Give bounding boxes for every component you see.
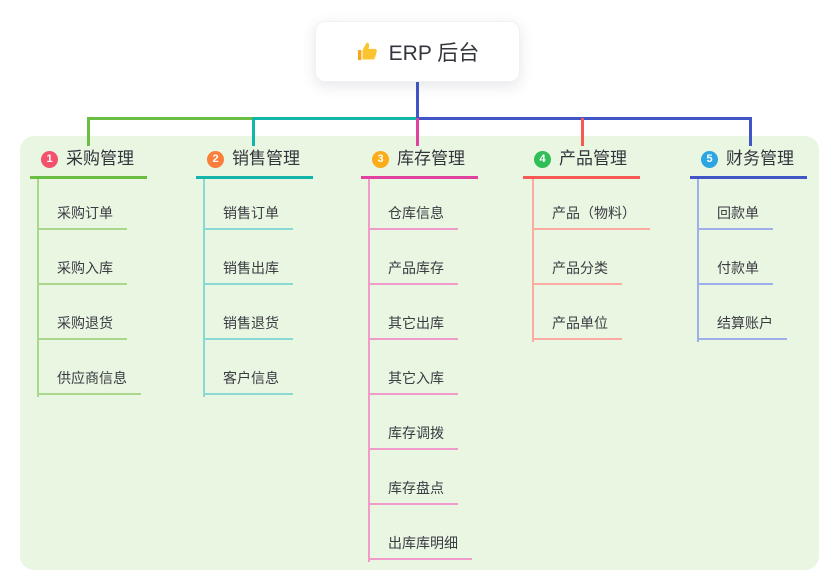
leaf-node[interactable]: 销售订单 <box>203 204 293 230</box>
connector-drop-branch-1 <box>87 118 90 146</box>
branch-node[interactable]: 3 库存管理 <box>361 149 478 179</box>
branch-child-line <box>203 179 205 397</box>
root-title: ERP 后台 <box>388 41 480 65</box>
leaf-node[interactable]: 出库库明细 <box>368 534 472 560</box>
branch-node[interactable]: 5 财务管理 <box>690 149 807 179</box>
leaf-node[interactable]: 产品（物料） <box>532 204 650 230</box>
branch-label: 产品管理 <box>559 149 627 168</box>
leaf-node[interactable]: 客户信息 <box>203 369 293 395</box>
branch-label: 财务管理 <box>726 149 794 168</box>
root-connector-line <box>416 82 419 120</box>
leaf-node[interactable]: 产品单位 <box>532 314 622 340</box>
leaf-node[interactable]: 产品库存 <box>368 259 458 285</box>
connector-hseg-branch-2 <box>252 117 417 120</box>
leaf-node[interactable]: 仓库信息 <box>368 204 458 230</box>
connector-drop-branch-4 <box>581 118 584 146</box>
connector-drop-branch-2 <box>252 118 255 146</box>
leaf-node[interactable]: 采购入库 <box>37 259 127 285</box>
leaf-node[interactable]: 库存调拨 <box>368 424 458 450</box>
branches-panel <box>20 136 819 570</box>
branch-node[interactable]: 4 产品管理 <box>523 149 640 179</box>
branch-child-line <box>532 179 534 342</box>
branch-label: 销售管理 <box>232 149 300 168</box>
connector-hseg-branch-5 <box>416 117 752 120</box>
connector-hseg-branch-1 <box>87 117 254 120</box>
branch-number-badge: 2 <box>207 150 224 168</box>
leaf-node[interactable]: 供应商信息 <box>37 369 141 395</box>
leaf-node[interactable]: 付款单 <box>697 259 773 285</box>
branch-number-badge: 1 <box>41 150 58 168</box>
root-node[interactable]: ERP 后台 <box>315 21 520 82</box>
leaf-node[interactable]: 回款单 <box>697 204 773 230</box>
leaf-node[interactable]: 销售退货 <box>203 314 293 340</box>
branch-number-badge: 3 <box>372 150 389 168</box>
branch-node[interactable]: 1 采购管理 <box>30 149 147 179</box>
thumbs-up-icon <box>356 40 379 63</box>
connector-drop-branch-3 <box>416 118 419 146</box>
branch-child-line <box>37 179 39 397</box>
branch-number-badge: 5 <box>701 150 718 168</box>
leaf-node[interactable]: 销售出库 <box>203 259 293 285</box>
branch-label: 采购管理 <box>66 149 134 168</box>
branch-node[interactable]: 2 销售管理 <box>196 149 313 179</box>
leaf-node[interactable]: 采购退货 <box>37 314 127 340</box>
leaf-node[interactable]: 采购订单 <box>37 204 127 230</box>
leaf-node[interactable]: 库存盘点 <box>368 479 458 505</box>
leaf-node[interactable]: 结算账户 <box>697 314 787 340</box>
leaf-node[interactable]: 其它出库 <box>368 314 458 340</box>
branch-child-line <box>368 179 370 562</box>
connector-drop-branch-5 <box>749 118 752 146</box>
branch-number-badge: 4 <box>534 150 551 168</box>
branch-label: 库存管理 <box>397 149 465 168</box>
leaf-node[interactable]: 其它入库 <box>368 369 458 395</box>
leaf-node[interactable]: 产品分类 <box>532 259 622 285</box>
branch-child-line <box>697 179 699 342</box>
